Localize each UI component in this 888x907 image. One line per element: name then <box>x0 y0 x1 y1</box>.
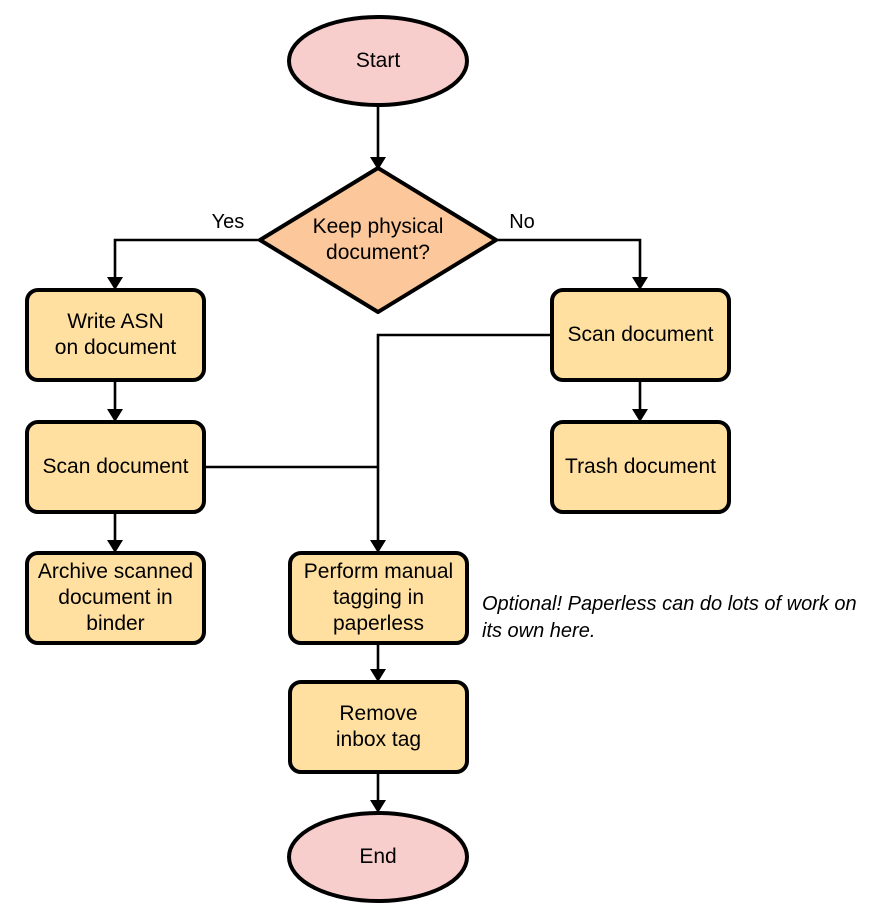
node-shape-decision <box>258 166 498 314</box>
edges-layer: Yes No <box>107 105 648 813</box>
edge-line <box>376 333 552 545</box>
node-label-end: End <box>359 845 396 868</box>
node-shape-process <box>25 288 206 382</box>
edge-write-asn-to-scan-document-left <box>107 380 123 422</box>
node-shape-process <box>550 420 731 514</box>
edge-line <box>496 238 642 282</box>
arrowhead-icon <box>370 157 386 170</box>
arrowhead-icon <box>370 800 386 813</box>
node-shape-terminator <box>287 15 469 107</box>
node-label-trash-document: Trash document <box>565 455 716 478</box>
arrowhead-icon <box>107 277 123 290</box>
node-label-scan-document-left: Scan document <box>43 455 189 478</box>
edge-scan-document-right-to-manual-tagging <box>370 333 552 553</box>
node-end[interactable]: End <box>287 811 469 903</box>
arrowhead-icon <box>632 409 648 422</box>
node-label-start: Start <box>356 49 401 72</box>
node-shape-process <box>25 420 206 514</box>
arrowhead-icon <box>370 669 386 682</box>
edge-decision-yes-to-write-asn: Yes <box>107 211 260 290</box>
node-shape-process <box>25 551 206 645</box>
arrowhead-icon <box>107 409 123 422</box>
edge-line <box>113 238 260 282</box>
node-shape-process <box>550 288 731 382</box>
node-start[interactable]: Start <box>287 15 469 107</box>
node-trash-document[interactable]: Trash document <box>550 420 731 514</box>
edge-scan-document-left-to-archive <box>107 512 123 553</box>
arrowhead-icon <box>632 277 648 290</box>
edge-remove-inbox-tag-to-end <box>370 772 386 813</box>
annotation-optional-note: Optional! Paperless can do lots of work … <box>482 593 857 642</box>
node-shape-terminator <box>287 811 469 903</box>
node-label-scan-document-right: Scan document <box>568 323 714 346</box>
arrowhead-icon <box>107 540 123 553</box>
arrowhead-icon <box>370 540 386 553</box>
edge-label-decision-no-to-scan-document-right: No <box>509 211 535 233</box>
annotations-layer: Optional! Paperless can do lots of work … <box>482 593 857 642</box>
edge-start-to-decision <box>370 105 386 170</box>
edge-decision-no-to-scan-document-right: No <box>496 211 648 290</box>
edge-scan-document-right-to-trash <box>632 380 648 422</box>
node-shape-process <box>288 680 469 774</box>
node-scan-document-left[interactable]: Scan document <box>25 420 206 514</box>
edge-manual-tagging-to-remove-inbox-tag <box>370 643 386 682</box>
edge-label-decision-yes-to-write-asn: Yes <box>212 211 245 233</box>
node-shape-process <box>288 551 469 645</box>
node-scan-document-right[interactable]: Scan document <box>550 288 731 382</box>
